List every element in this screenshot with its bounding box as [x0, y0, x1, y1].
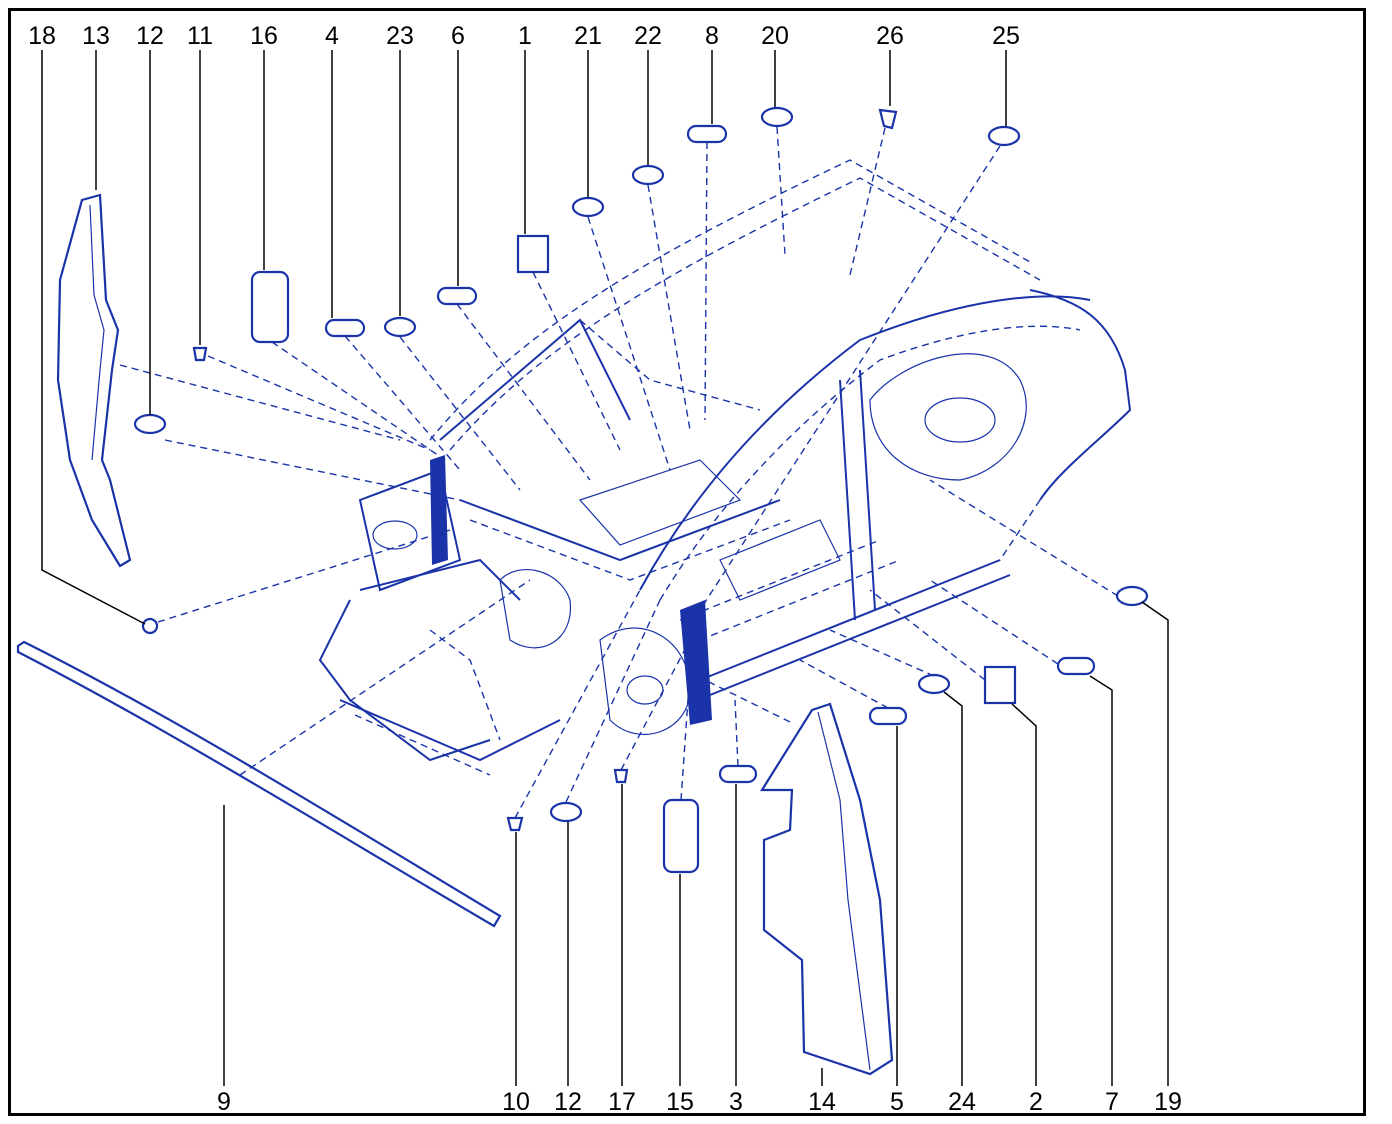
- part-11-clip: [192, 346, 208, 362]
- callout-16: 16: [250, 22, 278, 50]
- callout-1: 1: [518, 22, 532, 50]
- callout-2: 2: [1029, 1088, 1043, 1116]
- part-9-sealing-strip: [16, 640, 502, 928]
- part-23-round-plug: [383, 316, 417, 338]
- part-24-round-plug: [917, 673, 951, 695]
- vehicle-body-frame: [318, 159, 1132, 776]
- part-6-oval-plug: [436, 286, 478, 306]
- part-22-round-plug: [631, 164, 665, 186]
- callout-12-bottom: 12: [554, 1088, 582, 1116]
- part-13-foam-block: [56, 193, 132, 568]
- callout-21: 21: [574, 22, 602, 50]
- part-14-foam-block: [760, 702, 894, 1076]
- callout-3: 3: [729, 1088, 743, 1116]
- callout-26: 26: [876, 22, 904, 50]
- callout-6: 6: [451, 22, 465, 50]
- callout-7: 7: [1105, 1088, 1119, 1116]
- part-12-plug-upper: [133, 413, 167, 435]
- callout-19: 19: [1154, 1088, 1182, 1116]
- callouts-bottom: 9 10 12 17 15 3 14 5 24 2 7 19: [217, 1088, 1182, 1116]
- diagram-frame: [8, 8, 1366, 1116]
- callout-24: 24: [948, 1088, 976, 1116]
- callout-17: 17: [608, 1088, 636, 1116]
- part-20-round-plug: [760, 106, 794, 128]
- part-17-plug: [613, 768, 629, 784]
- callout-23: 23: [386, 22, 414, 50]
- part-26-clip: [878, 108, 898, 130]
- callout-18: 18: [28, 22, 56, 50]
- part-21-round-plug: [571, 196, 605, 218]
- callout-13: 13: [82, 22, 110, 50]
- callout-10: 10: [502, 1088, 530, 1116]
- part-15-pad: [662, 798, 700, 874]
- callout-20: 20: [761, 22, 789, 50]
- callout-22: 22: [634, 22, 662, 50]
- callout-25: 25: [992, 22, 1020, 50]
- part-25-round-plug: [987, 125, 1021, 147]
- callout-11: 11: [187, 22, 213, 50]
- leader-lines: [41, 50, 1169, 1086]
- callouts-top: 18 13 12 11 16 4 23 6 1 21 22 8 20 26 25: [28, 22, 1020, 50]
- part-12-plug-lower: [549, 801, 583, 823]
- callout-14: 14: [808, 1088, 836, 1116]
- part-2-square-pad: [983, 665, 1017, 705]
- part-1-square-pad: [516, 234, 550, 274]
- part-8-oval-plug: [686, 124, 728, 144]
- callout-8: 8: [705, 22, 719, 50]
- callout-9: 9: [217, 1088, 231, 1116]
- part-10-clip: [506, 816, 524, 832]
- part-18-small-plug: [141, 617, 159, 635]
- part-5-oval-plug: [868, 706, 908, 726]
- part-7-oval-plug: [1056, 656, 1096, 676]
- placement-lines: [119, 126, 1119, 819]
- part-4-oval-plug: [324, 318, 366, 338]
- callout-5: 5: [890, 1088, 904, 1116]
- part-16-pad: [250, 270, 290, 344]
- callout-15: 15: [666, 1088, 694, 1116]
- callout-4: 4: [325, 22, 339, 50]
- callout-12-top: 12: [136, 22, 164, 50]
- part-3-oval-plug: [718, 764, 758, 784]
